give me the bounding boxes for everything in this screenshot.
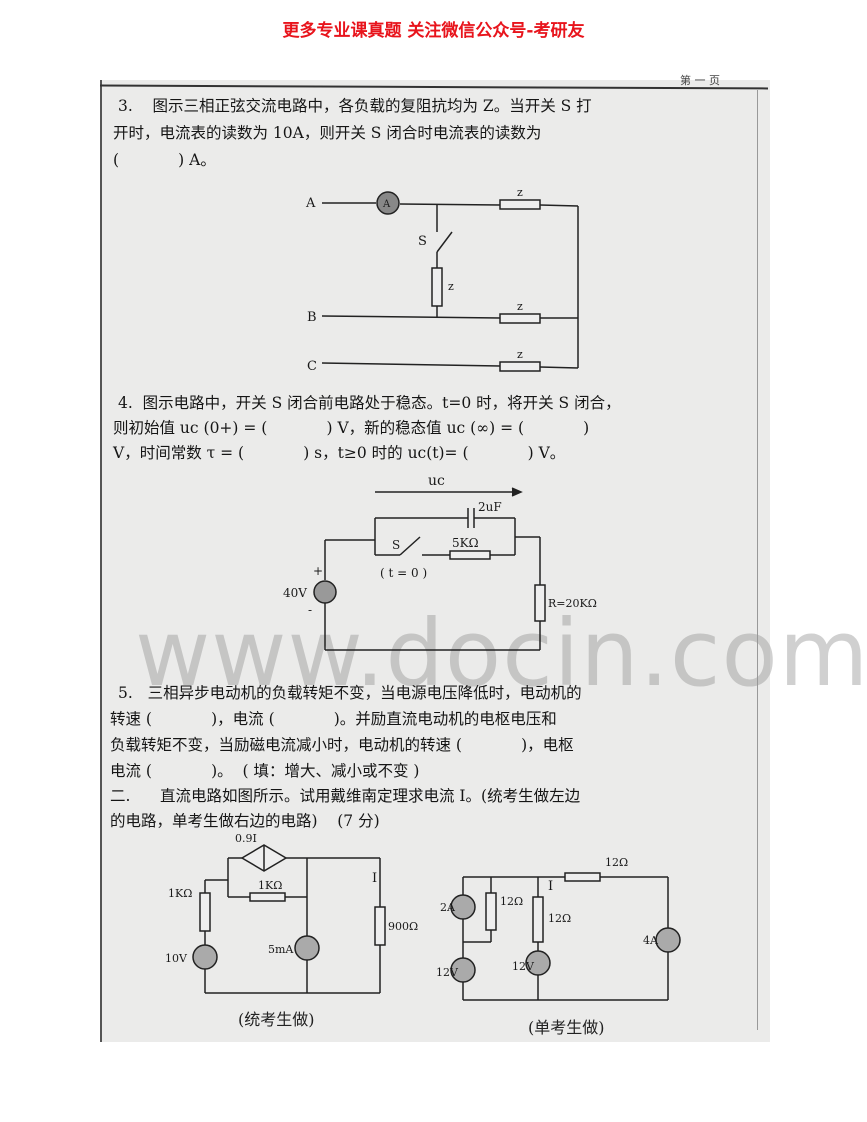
rl-label: 900Ω (388, 920, 418, 933)
q2-line: 的电路，单考生做右边的电路) (7 分) (110, 812, 380, 830)
resistor-icon (499, 199, 541, 210)
resistor-icon (374, 906, 386, 946)
resistor-icon (449, 550, 491, 560)
v2-label: 12V (512, 960, 535, 973)
i-label: I (548, 879, 553, 894)
switch-icon (399, 536, 421, 556)
r3-label: 12Ω (548, 912, 571, 925)
i2-label: 4A (643, 934, 659, 947)
label-z: z (448, 280, 454, 293)
label-z: z (517, 300, 523, 313)
q4-circuit (313, 487, 546, 651)
switch-label: S (392, 538, 400, 552)
resistor-icon (485, 892, 497, 931)
right-circuit (450, 872, 681, 1001)
r-label: R=20KΩ (548, 597, 597, 610)
cap-label: 2uF (478, 500, 502, 514)
voltage-source-icon (313, 580, 337, 604)
left-circuit (192, 844, 386, 994)
r2-label: 1KΩ (258, 879, 282, 892)
t0-label: ( t = 0 ) (380, 566, 427, 580)
left-caption: (统考生做) (238, 1010, 315, 1029)
page-mark: 第 一 页 (680, 74, 720, 87)
right-border (757, 90, 758, 1030)
resistor-icon (499, 313, 541, 324)
q5-line: 负载转矩不变，当励磁电流减小时，电动机的转速 ( )，电枢 (110, 736, 574, 754)
q2-line: 二. 直流电路如图所示。试用戴维南定理求电流 I。(统考生做左边 (110, 787, 581, 805)
scanned-page (100, 80, 770, 1042)
switch-icon (436, 231, 453, 253)
current-source-icon (294, 935, 320, 961)
q4-line: 则初始值 uc (0+) = ( ) V，新的稳态值 uc (∞) = ( ) (113, 419, 590, 437)
r1-label: 5KΩ (452, 536, 479, 550)
q3-line: 3. 图示三相正弦交流电路中，各负载的复阻抗均为 Z。当开关 S 打 (118, 97, 592, 115)
q3-line: ( ) A。 (113, 151, 216, 169)
minus-label: - (308, 603, 312, 617)
resistor-icon (431, 267, 443, 307)
plus-label: + (313, 564, 323, 578)
isrc-label: 5mA (268, 943, 294, 956)
r1-label: 1KΩ (168, 887, 192, 900)
ammeter-icon (376, 191, 400, 215)
resistor-icon (499, 361, 541, 372)
q3-circuit (321, 191, 579, 372)
q4-line: V，时间常数 τ = ( ) s，t≥0 时的 uc(t)= ( ) V。 (113, 444, 566, 462)
i1-label: 2A (440, 901, 456, 914)
q5-line: 5. 三相异步电动机的负载转矩不变，当电源电压降低时，电动机的 (118, 684, 582, 702)
q4-line: 4. 图示电路中，开关 S 闭合前电路处于稳态。t=0 时，将开关 S 闭合， (118, 394, 621, 412)
i-label: I (372, 871, 377, 886)
current-source-icon (655, 927, 681, 953)
q5-line: 电流 ( )。 ( 填：增大、减小或不变 ) (110, 762, 420, 780)
resistor-icon (564, 872, 601, 882)
r1-label: 12Ω (605, 856, 628, 869)
label-c: C (307, 359, 317, 374)
label-s: S (418, 234, 427, 249)
resistor-icon (249, 892, 286, 902)
watermark: www.docin.com (135, 600, 867, 707)
ammeter-label: A (382, 199, 391, 210)
label-b: B (307, 310, 317, 325)
src-label: 10V (165, 952, 188, 965)
resistor-icon (534, 584, 546, 622)
voltage-source-icon (192, 944, 218, 970)
v1-label: 12V (436, 966, 459, 979)
label-z: z (517, 186, 523, 199)
label-z: z (517, 348, 523, 361)
banner-title: 更多专业课真题 关注微信公众号-考研友 (282, 21, 585, 41)
q5-line: 转速 ( )，电流 ( )。并励直流电动机的电枢电压和 (110, 710, 557, 728)
label-a: A (305, 196, 316, 211)
src-label: 40V (283, 586, 307, 600)
right-caption: (单考生做) (528, 1018, 605, 1037)
dep-label: 0.9I (235, 832, 257, 845)
resistor-icon (199, 892, 211, 932)
uc-label: uc (428, 473, 445, 489)
resistor-icon (532, 896, 544, 943)
q3-line: 开时，电流表的读数为 10A，则开关 S 闭合时电流表的读数为 (113, 124, 542, 142)
r2-label: 12Ω (500, 895, 523, 908)
